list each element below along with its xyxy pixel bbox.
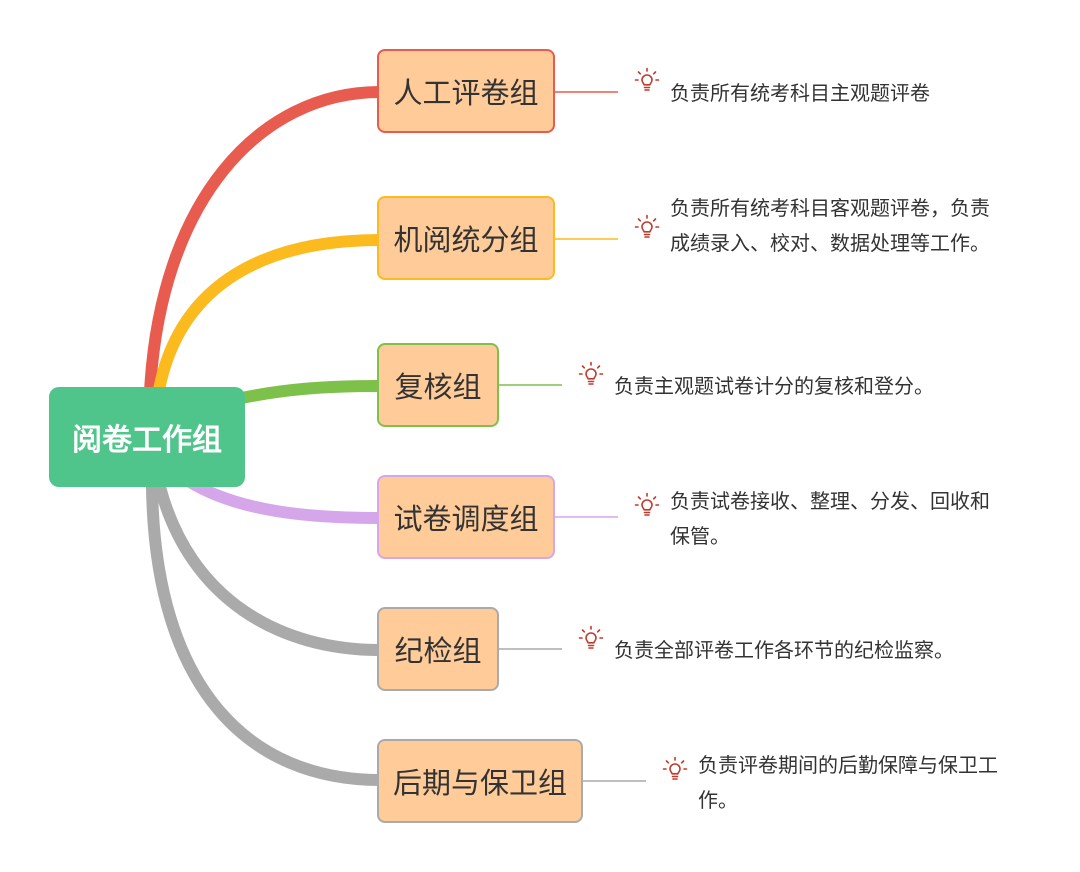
branch-machine-scoring[interactable]: 机阅统分组	[377, 196, 555, 280]
lightbulb-icon	[634, 214, 660, 238]
lightbulb-icon	[634, 67, 660, 91]
branch-review[interactable]: 复核组	[377, 343, 499, 427]
branch-manual-grading[interactable]: 人工评卷组	[377, 49, 555, 133]
root-link-machine-scoring	[152, 234, 386, 401]
root-link-discipline	[154, 481, 386, 656]
branch-paper-dispatch[interactable]: 试卷调度组	[377, 475, 555, 559]
lightbulb-icon	[578, 361, 604, 385]
lightbulb-icon	[634, 492, 660, 516]
branch-logistics-security[interactable]: 后期与保卫组	[377, 739, 583, 823]
note-review: 负责主观题试卷计分的复核和登分。	[614, 374, 934, 398]
note-discipline: 负责全部评卷工作各环节的纪检监察。	[614, 638, 954, 662]
lightbulb-icon	[662, 756, 688, 780]
note-paper-dispatch: 负责试卷接收、整理、分发、回收和保管。	[670, 489, 990, 548]
root-link-review	[236, 380, 386, 404]
branch-discipline[interactable]: 纪检组	[377, 607, 499, 691]
root-topic[interactable]: 阅卷工作组	[49, 387, 245, 487]
note-logistics-security: 负责评卷期间的后勤保障与保卫工作。	[698, 753, 998, 812]
note-manual-grading: 负责所有统考科目主观题评卷	[670, 81, 930, 105]
root-link-logistics-security	[146, 481, 386, 786]
lightbulb-icon	[578, 625, 604, 649]
root-link-paper-dispatch	[184, 476, 386, 524]
root-link-manual-grading	[144, 86, 386, 398]
note-machine-scoring: 负责所有统考科目客观题评卷，负责成绩录入、校对、数据处理等工作。	[670, 196, 990, 255]
